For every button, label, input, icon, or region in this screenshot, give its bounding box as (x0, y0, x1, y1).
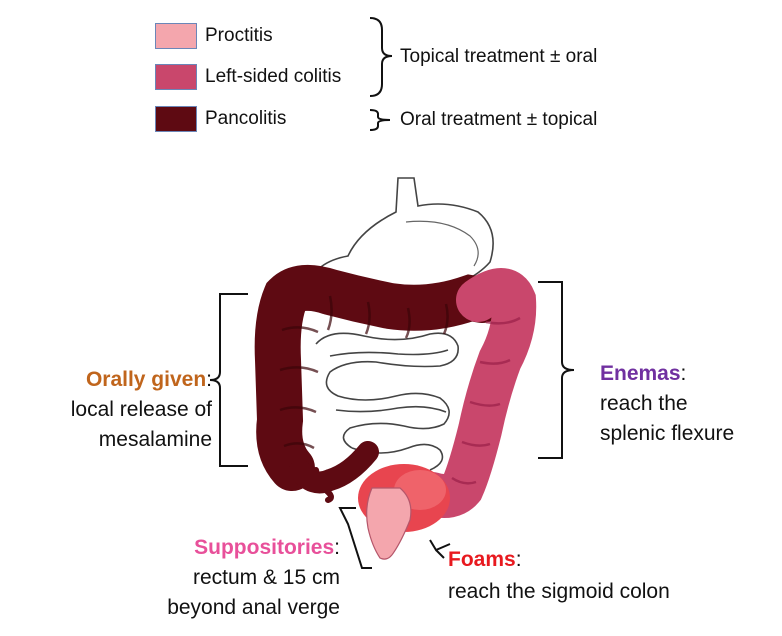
legend-brace-oral (369, 109, 391, 131)
oral-treatment-label: Oral treatment ± topical (400, 109, 598, 130)
small-intestine (315, 332, 459, 471)
oral-title: Orally given (85, 368, 207, 391)
foams-colon: : (515, 548, 522, 571)
stomach-curve (405, 220, 479, 267)
enemas-line1: reach the (600, 392, 688, 415)
bracket-suppositories (338, 507, 372, 569)
foams-annotation-title: Foams: (448, 546, 522, 574)
suppositories-colon: : (334, 536, 340, 559)
suppositories-title: Suppositories (194, 536, 335, 559)
enemas-title: Enemas (600, 362, 681, 385)
foams-line1: reach the sigmoid colon (448, 580, 670, 603)
suppositories-annotation-title: Suppositories: (120, 534, 340, 562)
colon-left-sided-segment (410, 268, 537, 518)
oral-colon: : (206, 368, 212, 391)
oral-line1: local release of (70, 398, 212, 421)
legend-item-proctitis: Proctitis (155, 23, 273, 49)
bracket-orally-given (209, 293, 248, 467)
oral-annotation-title: Orally given: (30, 366, 212, 394)
legend-swatch-proctitis (155, 23, 197, 49)
suppositories-line1: rectum & 15 cm (192, 566, 340, 589)
colon-proctitis-segment (366, 487, 412, 560)
colon-pancolitis-segment (254, 264, 505, 503)
legend-swatch-pancolitis (155, 106, 197, 132)
legend-item-left-sided-colitis: Left-sided colitis (155, 64, 341, 90)
legend-label-pancolitis: Pancolitis (205, 108, 287, 129)
legend-label-proctitis: Proctitis (205, 25, 273, 46)
bracket-foams (429, 539, 451, 559)
enemas-colon: : (680, 362, 687, 385)
oral-line2: mesalamine (98, 428, 212, 451)
enemas-line2: splenic flexure (600, 422, 735, 445)
legend-label-left-sided-colitis: Left-sided colitis (205, 66, 342, 87)
enemas-annotation-title: Enemas: (600, 360, 686, 388)
legend-item-pancolitis: Pancolitis (155, 106, 286, 132)
legend-brace-topical (369, 17, 393, 97)
bracket-enemas (538, 281, 575, 459)
topical-treatment-label: Topical treatment ± oral (400, 46, 598, 67)
legend-swatch-left-sided-colitis (155, 64, 197, 90)
suppositories-line2: beyond anal verge (167, 596, 340, 619)
foams-title: Foams (448, 548, 516, 571)
